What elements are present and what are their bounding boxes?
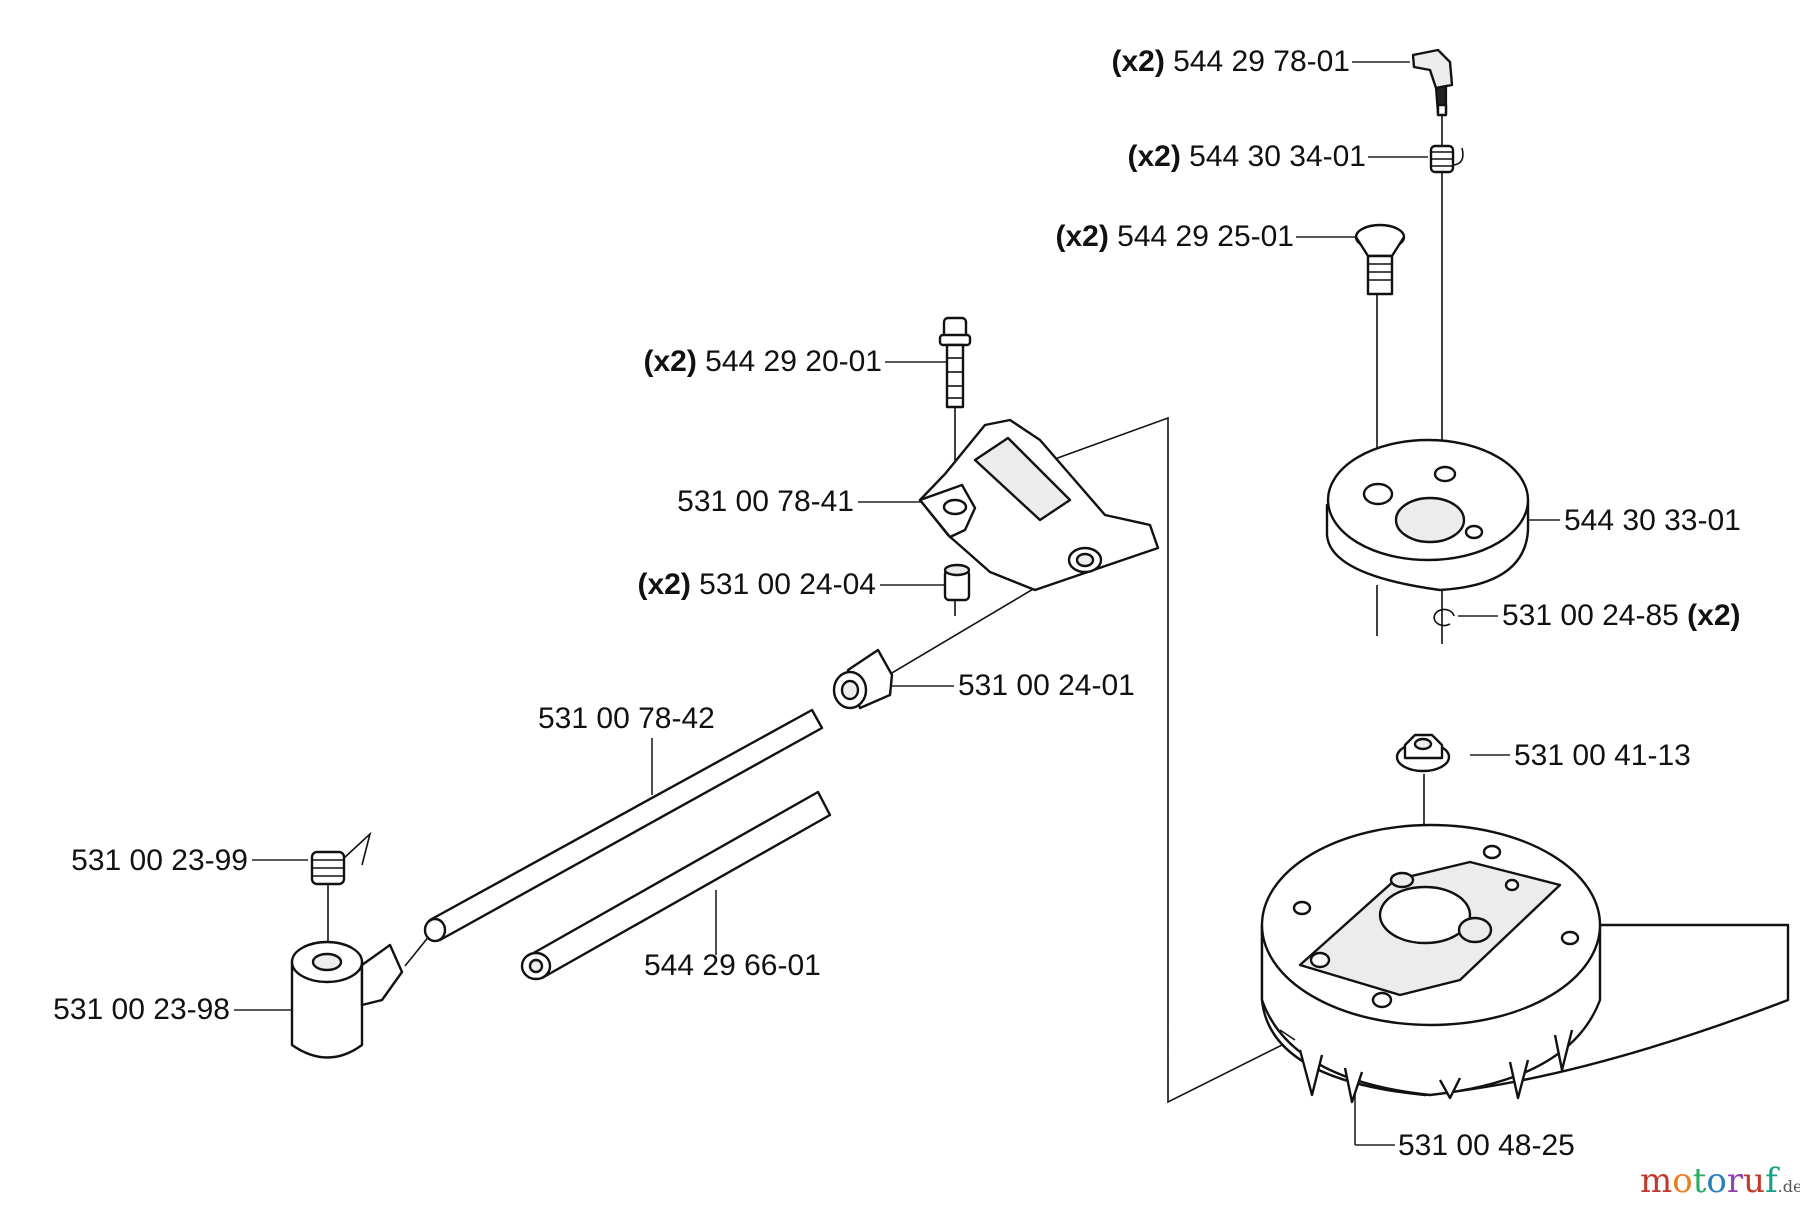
label-544-29-20-01: (x2) 544 29 20-01 [643,345,882,378]
label-531-00-78-42: 531 00 78-42 [538,702,715,735]
part-544-30-33-01 [1325,438,1530,592]
part-labels: (x2) 544 29 78-01 (x2) 544 30 34-01 (x2)… [53,45,1741,1162]
label-531-00-24-04: (x2) 531 00 24-04 [637,568,876,601]
leader-lines [234,61,1560,1146]
label-544-29-78-01: (x2) 544 29 78-01 [1111,45,1350,78]
part-531-00-48-25 [1260,823,1790,1104]
part-531-00-24-04 [943,563,971,602]
label-531-00-23-99: 531 00 23-99 [71,844,248,877]
part-544-29-66-01 [520,790,832,981]
label-531-00-24-85: 531 00 24-85 (x2) [1502,599,1741,632]
watermark-logo: motoruf.de [1640,1161,1800,1201]
label-531-00-48-25: 531 00 48-25 [1398,1129,1575,1162]
part-531-00-23-99 [310,831,372,886]
part-544-30-34-01 [1429,144,1464,174]
part-531-00-24-01 [832,648,894,710]
label-531-00-41-13: 531 00 41-13 [1514,739,1691,772]
label-544-29-66-01: 544 29 66-01 [644,949,821,982]
part-544-29-78-01 [1411,48,1454,117]
label-531-00-78-41: 531 00 78-41 [677,485,854,518]
part-531-00-23-98 [290,940,404,1059]
label-544-29-25-01: (x2) 544 29 25-01 [1055,220,1294,253]
part-531-00-78-42 [423,708,824,943]
label-531-00-23-98: 531 00 23-98 [53,993,230,1026]
label-544-30-34-01: (x2) 544 30 34-01 [1127,140,1366,173]
part-531-00-24-85 [1433,608,1455,627]
label-531-00-24-01: 531 00 24-01 [958,669,1135,702]
part-531-00-41-13 [1395,733,1451,773]
part-531-00-78-41 [918,418,1160,592]
part-544-29-25-01 [1354,223,1406,296]
part-544-29-20-01 [938,316,972,409]
label-544-30-33-01: 544 30 33-01 [1564,504,1741,537]
